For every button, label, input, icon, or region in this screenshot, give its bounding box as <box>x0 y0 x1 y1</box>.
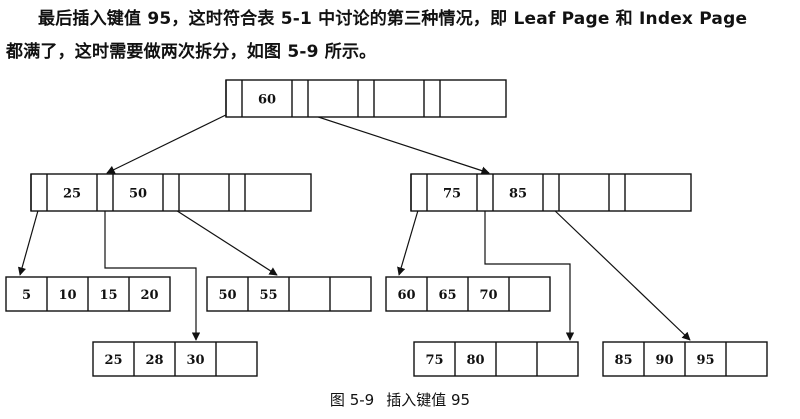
leaf-page-6: 85 90 95 <box>602 341 768 377</box>
edge-right-ptr1 <box>484 207 575 341</box>
right-index-page-key: 75 <box>443 187 461 202</box>
right-index-page: 75 85 <box>410 173 692 212</box>
leaf-page-5-key: 75 <box>425 353 443 368</box>
left-index-page-key: 25 <box>63 187 81 202</box>
leaf-page-5-key: 80 <box>466 353 484 368</box>
leaf-page-2-key: 30 <box>186 353 204 368</box>
leaf-page-1: 5 10 15 20 <box>5 276 171 312</box>
figure-caption: 图 5-9 插入键值 95 <box>0 389 800 410</box>
edge-left-ptr1 <box>104 207 201 341</box>
leaf-page-4-key: 65 <box>438 288 456 303</box>
edge-right-ptr2 <box>550 206 691 341</box>
leaf-page-4-key: 60 <box>397 288 415 303</box>
leaf-page-2-key: 25 <box>104 353 122 368</box>
leaf-page-6-key: 90 <box>655 353 673 368</box>
paragraph-line-2: 都满了，这时需要做两次拆分，如图 5-9 所示。 <box>6 42 377 62</box>
edge-right-ptr0 <box>397 206 420 276</box>
leaf-page-2-key: 28 <box>145 353 163 368</box>
root-index-page-border <box>225 79 507 118</box>
edge-left-ptr2 <box>170 206 278 276</box>
leaf-page-1-key: 10 <box>58 288 76 303</box>
leaf-page-3-key: 50 <box>218 288 236 303</box>
leaf-page-3: 50 55 <box>206 276 372 312</box>
root-index-page-key: 60 <box>258 93 276 108</box>
tree-edges <box>17 110 691 341</box>
leaf-page-2: 25 28 30 <box>92 341 258 377</box>
left-index-page-key: 50 <box>129 187 147 202</box>
caption-title: 插入键值 95 <box>386 391 471 409</box>
edge-root-to-right <box>299 110 490 175</box>
left-index-page-border <box>30 173 312 212</box>
tree-nodes: 60 25 50 75 85 5 10 15 20 25 28 30 50 55 60 65 70 75 80 85 9… <box>5 79 768 377</box>
leaf-page-4: 60 65 70 <box>385 276 551 312</box>
leaf-page-1-key: 5 <box>22 288 31 303</box>
root-index-page: 60 <box>225 79 507 118</box>
leaf-page-1-key: 20 <box>140 288 158 303</box>
leaf-page-6-key: 95 <box>696 353 714 368</box>
left-index-page: 25 50 <box>30 173 312 212</box>
leaf-page-5: 75 80 <box>413 341 579 377</box>
right-index-page-border <box>410 173 692 212</box>
leaf-page-3-key: 55 <box>259 288 277 303</box>
edge-left-ptr0 <box>17 206 40 276</box>
leaf-page-1-key: 15 <box>99 288 117 303</box>
right-index-page-key: 85 <box>509 187 527 202</box>
edge-root-to-left <box>106 110 235 174</box>
paragraph-line-1: 最后插入键值 95，这时符合表 5-1 中讨论的第三种情况，即 Leaf Pag… <box>38 9 748 29</box>
leaf-page-4-key: 70 <box>479 288 497 303</box>
leaf-page-6-key: 85 <box>614 353 632 368</box>
caption-number: 图 5-9 <box>329 391 375 409</box>
